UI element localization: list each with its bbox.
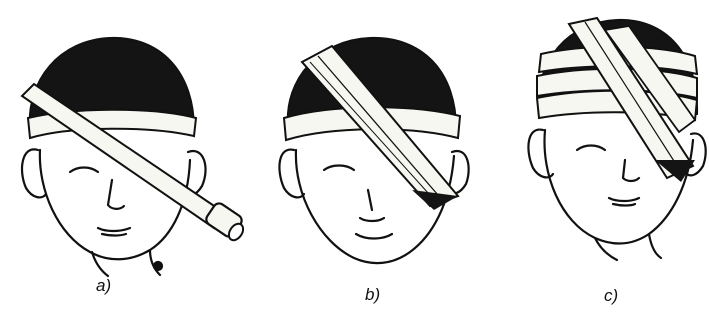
head-a-drawing (0, 0, 260, 321)
head-c-drawing (505, 0, 709, 321)
head-b-drawing (262, 0, 482, 321)
figure-c (505, 0, 709, 321)
caption-c: c) (604, 286, 618, 306)
figure-a (0, 0, 260, 321)
figure-b (262, 0, 482, 321)
caption-b: b) (365, 285, 380, 305)
caption-a: a) (96, 276, 111, 296)
